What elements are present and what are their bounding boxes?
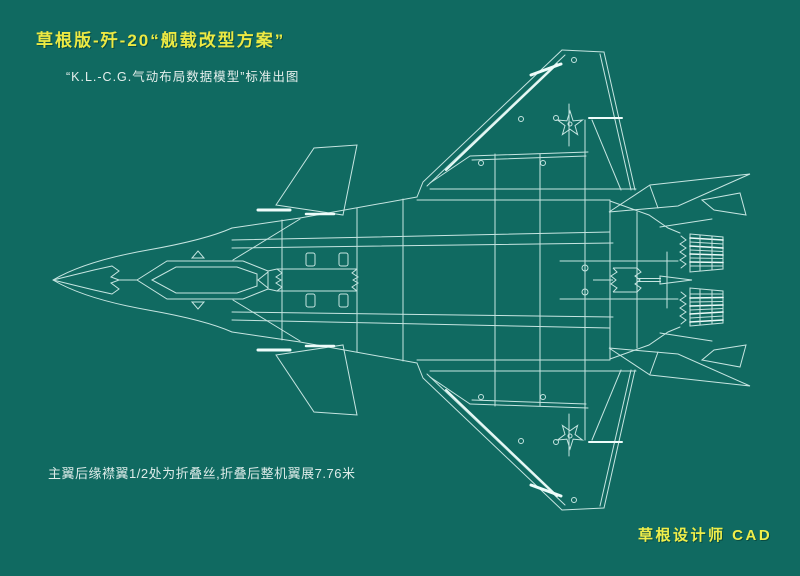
fold-line-annotation: 主翼后缘襟翼1/2处为折叠丝,折叠后整机翼展7.76米 <box>48 466 356 481</box>
tail-hook-assembly <box>593 267 693 293</box>
arresting-hook <box>659 275 693 285</box>
drawing-subtitle: “K.L.-C.G.气动布局数据模型”标准出图 <box>66 70 300 84</box>
canopy <box>136 260 278 300</box>
centerline-items <box>136 260 693 300</box>
designer-credit: 草根设计师 CAD <box>638 527 773 544</box>
drawing-title: 草根版-歼-20“舰载改型方案” <box>36 31 286 50</box>
